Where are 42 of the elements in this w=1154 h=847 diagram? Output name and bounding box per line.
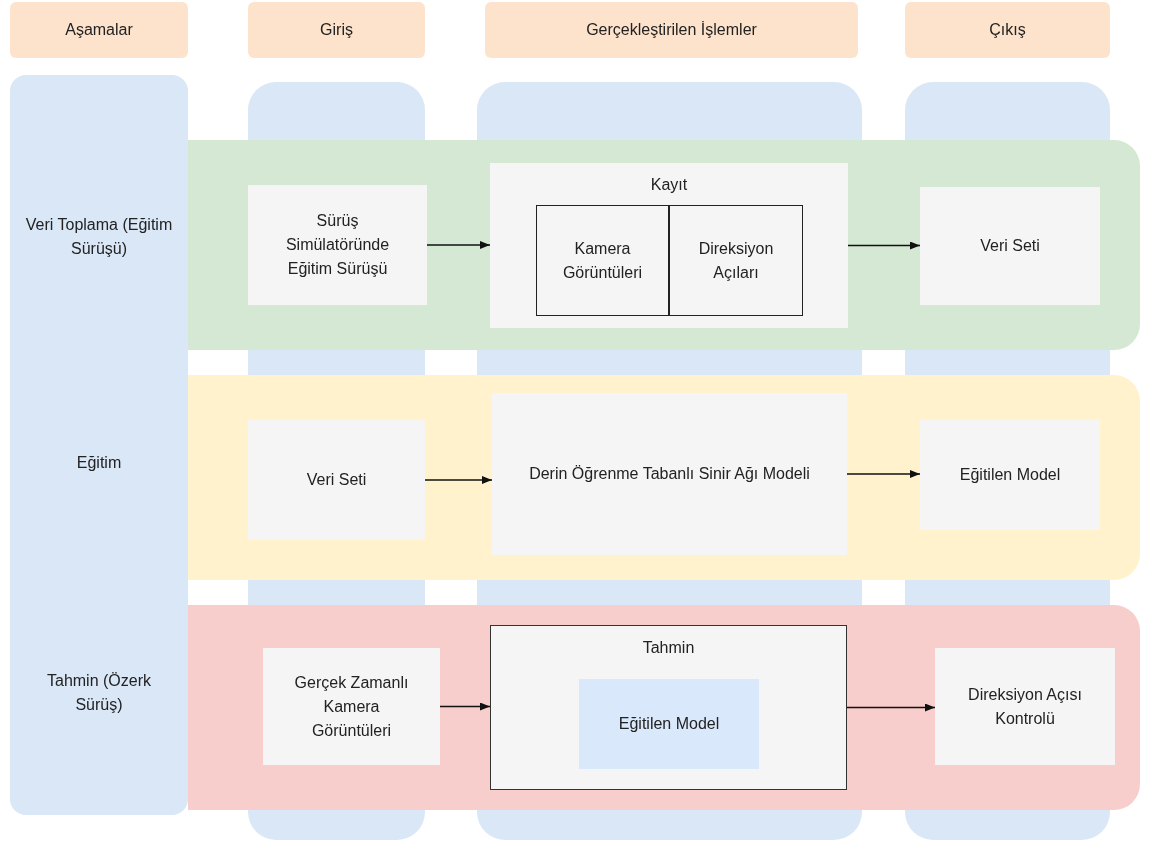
group-title: Tahmin — [642, 638, 695, 658]
stage-label: Tahmin (Özerk Sürüş) — [46, 671, 152, 715]
arrow — [847, 241, 921, 250]
box-label: Eğitilen Model — [959, 465, 1061, 485]
header-box — [905, 2, 1110, 58]
box-label: Veri Seti — [980, 236, 1040, 256]
box-label: Veri Seti — [306, 470, 367, 490]
arrow — [439, 702, 491, 711]
header-box — [248, 2, 425, 58]
process-box — [935, 648, 1115, 765]
process-box — [490, 625, 847, 790]
arrow — [424, 476, 493, 484]
stage-label: Veri Toplama (Eğitim Sürüşü) — [24, 215, 174, 259]
column-title: Giriş — [320, 20, 353, 40]
column-title: Aşamalar — [65, 20, 133, 40]
group-title: Kayıt — [650, 175, 688, 195]
column-title: Gerçekleştirilen İşlemler — [586, 20, 757, 40]
process-box — [669, 205, 803, 316]
box-label: Direksiyon Açıları — [697, 238, 775, 283]
process-box — [920, 187, 1100, 305]
model-box — [579, 679, 759, 769]
header-box — [485, 2, 858, 58]
process-box — [263, 648, 440, 765]
arrow — [426, 241, 491, 249]
process-box — [248, 185, 427, 305]
box-label: Gerçek Zamanlı Kamera Görüntüleri — [293, 672, 410, 741]
process-box — [248, 420, 425, 540]
box-label: Sürüş Simülatöründe Eğitim Sürüşü — [284, 211, 391, 279]
column-title: Çıkış — [989, 20, 1026, 40]
box-label: Eğitilen Model — [618, 714, 720, 734]
box-label: Direksiyon Açısı Kontrolü — [967, 684, 1083, 729]
arrow — [846, 470, 921, 478]
process-box — [536, 205, 669, 316]
box-label: Kamera Görüntüleri — [561, 238, 644, 283]
process-box — [492, 393, 847, 555]
stage-label: Eğitim — [76, 453, 122, 473]
header-box — [10, 2, 188, 58]
process-box — [920, 420, 1100, 530]
box-label: Derin Öğrenme Tabanlı Sinir Ağı Modeli — [529, 464, 810, 484]
arrow — [846, 703, 936, 712]
stage-column — [10, 75, 188, 815]
process-box — [490, 163, 848, 328]
